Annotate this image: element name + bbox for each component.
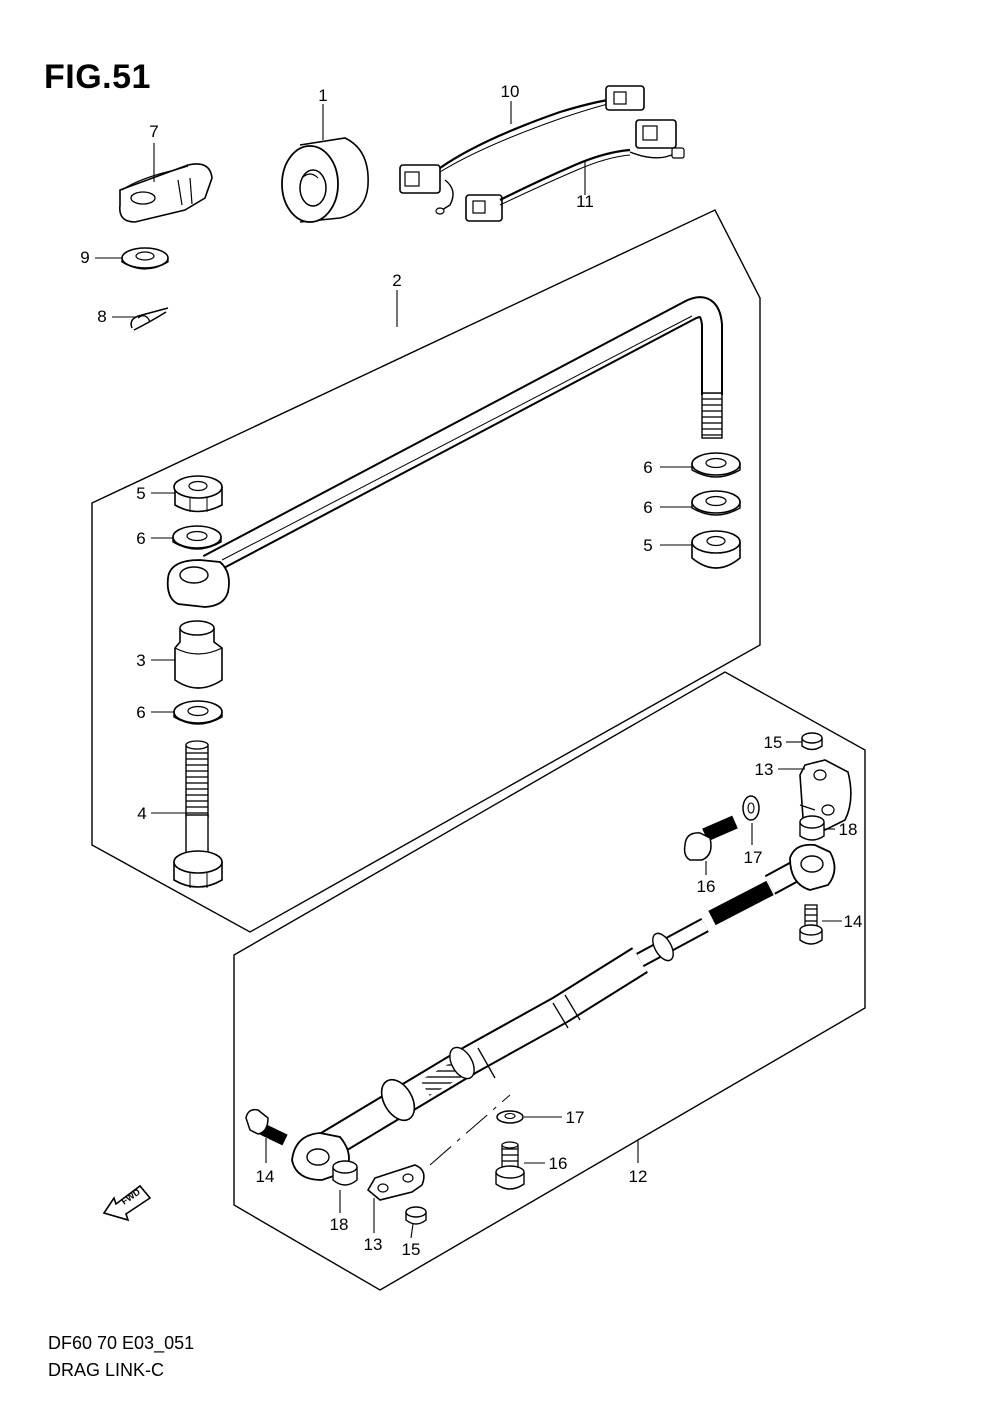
part-5-nut-left-drawing [173,475,223,513]
part-14-bolt-left-drawing [245,1108,288,1146]
part-15-nut-lower-drawing [405,1206,427,1225]
part-12-steering-rod-drawing [291,843,836,1181]
callout-4: 4 [137,804,146,823]
callout-8: 8 [97,307,106,326]
part-11-harness-drawing [465,119,685,222]
callout-2: 2 [392,271,401,290]
callout-9: 9 [80,248,89,267]
callouts: 1 2 3 4 5 5 6 6 6 6 7 8 9 10 11 12 13 13… [80,82,862,1259]
callout-13-lower: 13 [364,1235,383,1254]
callout-18-upper: 18 [839,820,858,839]
callout-5-right: 5 [643,536,652,555]
part-1-bushing-drawing [281,137,369,223]
callout-14-right: 14 [844,912,863,931]
callout-13-upper: 13 [755,760,774,779]
callout-6-left-upper: 6 [136,529,145,548]
callout-17-lower: 17 [566,1108,585,1127]
callout-12: 12 [629,1167,648,1186]
part-3-collar-drawing [174,620,223,689]
figure-title-overlay: FIG.51 [44,58,151,96]
part-15-nut-upper-drawing [801,732,823,751]
callout-5-left: 5 [136,484,145,503]
part-2-drag-link-rod-drawing [166,296,723,608]
part-17-washer-lower-drawing [496,1110,524,1124]
callout-16-upper: 16 [697,877,716,896]
callout-1: 1 [318,86,327,105]
callout-11: 11 [576,192,594,211]
part-7-bracket-drawing [118,163,213,223]
callout-6-right-lower: 6 [643,498,652,517]
callout-14-left: 14 [256,1167,275,1186]
part-8-cotter-pin-drawing [130,307,169,331]
part-18-bushing-upper-drawing [799,815,825,841]
callout-10: 10 [501,82,520,101]
callout-17-upper: 17 [744,848,763,867]
part-6-washer-left-lower-drawing [173,700,223,725]
part-14-bolt-right-drawing [799,904,823,945]
group-box-12 [233,671,866,1291]
group-box-2 [91,209,761,933]
part-16-bolt-lower-drawing [495,1141,525,1190]
fwd-arrow-icon: FWD [102,1184,152,1222]
part-17-washer-upper-drawing [742,795,760,821]
callout-6-right-upper: 6 [643,458,652,477]
part-5-nut-right-drawing [691,530,741,569]
part-6-washer-right-lower-drawing [691,490,741,516]
figure-code: DF60 70 E03_051 [48,1333,195,1353]
leader-lines [95,101,842,1239]
callout-16-lower: 16 [549,1154,568,1173]
callout-15-upper: 15 [764,733,783,752]
callout-3: 3 [136,651,145,670]
part-16-bolt-upper-drawing [683,815,738,861]
part-13-bracket-lower-drawing [366,1164,425,1201]
part-6-washer-left-upper-drawing [172,525,222,550]
figure-name: DRAG LINK-C [48,1360,165,1380]
part-6-washer-right-upper-drawing [691,452,741,478]
part-10-harness-drawing [399,85,645,215]
part-18-bushing-lower-drawing [332,1160,358,1186]
part-9-washer-drawing [121,247,169,270]
callout-7: 7 [149,122,158,141]
part-13-bracket-upper-drawing [799,759,852,831]
callout-18-lower: 18 [330,1215,349,1234]
part-4-bolt-drawing [173,740,223,888]
callout-6-left-lower: 6 [136,703,145,722]
callout-15-lower: 15 [402,1240,421,1259]
